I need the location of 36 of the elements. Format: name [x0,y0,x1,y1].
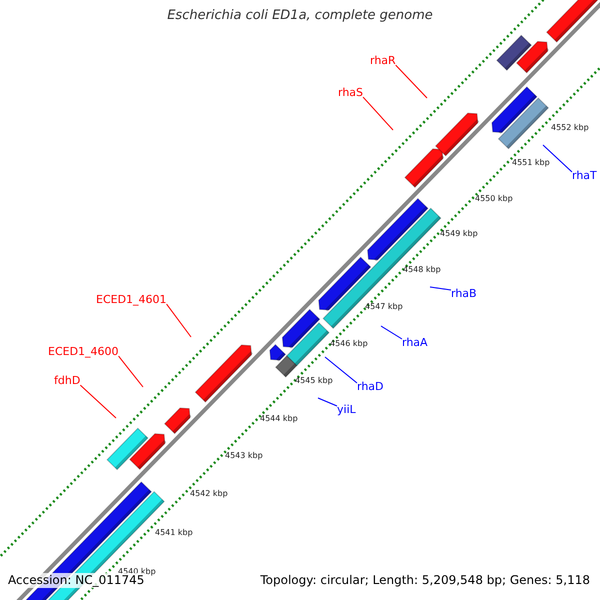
position-label: 4547 kbp [365,303,403,312]
leader-line [542,144,572,172]
position-label: 4542 kbp [190,490,228,499]
position-label: 4543 kbp [225,452,263,461]
map-title: Escherichia coli ED1a, complete genome [166,9,434,24]
position-label: 4541 kbp [155,529,193,538]
position-label: 4540 kbp [118,568,156,576]
leader-line [362,96,394,130]
accession-text: Accession: NC_011745 [6,573,146,588]
position-label: 4551 kbp [512,159,550,168]
leader-line [118,356,144,388]
gene-label: rhaT [572,170,597,182]
gene-label: rhaA [402,337,428,350]
leader-line [324,356,358,384]
gene-label: rhaS [338,87,364,100]
leader-line [430,286,452,290]
gene-label: fdhD [54,375,80,388]
leader-line [395,64,428,98]
position-label: 4544 kbp [260,415,298,424]
genome-stats-text: Topology: circular; Length: 5,209,548 bp; Genes: 5,118 [258,573,592,588]
gene-label: ECED1_4601 [96,294,167,306]
leader-line [380,326,402,340]
position-label: 4548 kbp [403,266,441,275]
position-label: 4545 kbp [295,377,333,386]
leader-line [80,384,116,418]
gene-label: ECED1_4600 [48,346,119,358]
position-label: 4546 kbp [330,340,368,349]
leader-line [318,398,338,406]
leader-line [166,304,192,338]
position-label: 4550 kbp [475,195,513,204]
gene-label: rhaD [357,381,384,394]
gene-label: rhaB [451,288,477,300]
position-label: 4549 kbp [440,230,478,239]
gene-label: rhaR [370,55,396,68]
position-label: 4552 kbp [551,124,589,133]
gene-label: yiiL [337,404,356,416]
